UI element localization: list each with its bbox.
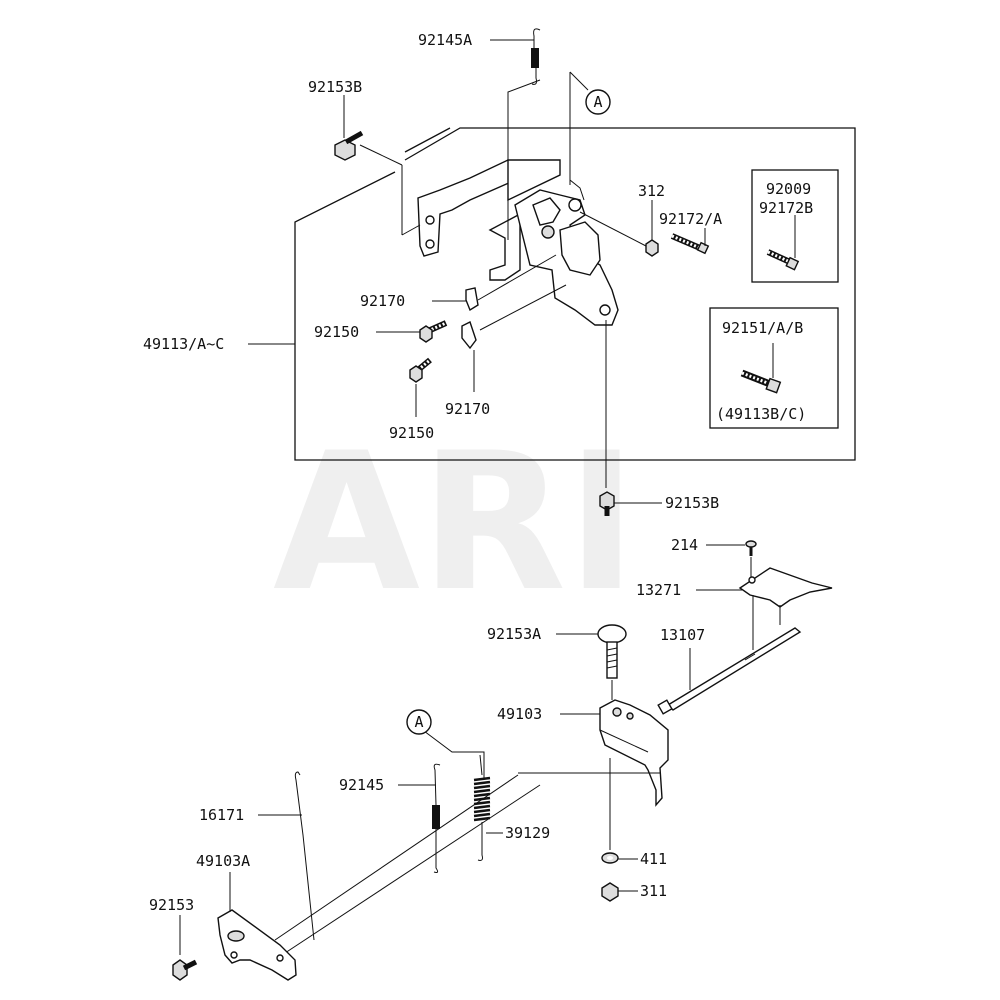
bolt-92153b-mid-icon [599, 320, 615, 516]
inset-box-bolt [709, 307, 839, 429]
label-49113: 49113/A~C [143, 335, 224, 353]
label-92009: 92009 [766, 180, 811, 198]
label-92151: 92151/A/B [722, 319, 803, 337]
label-92172b: 92172B [759, 199, 813, 217]
label-92145: 92145 [339, 776, 384, 794]
bolt-92153b-top-icon [334, 130, 364, 161]
bolt-92150-a-icon [419, 320, 448, 343]
bolt-92151-icon [740, 369, 782, 394]
bolt-92150-b-icon [409, 357, 432, 417]
spring-92145-icon [432, 763, 441, 873]
bolt-92153a-icon [597, 624, 627, 700]
plate-13271-icon [738, 567, 833, 608]
label-16171: 16171 [199, 806, 244, 824]
bolt-92153-icon [172, 915, 198, 981]
label-214: 214 [671, 536, 698, 554]
svg-text:A: A [593, 93, 602, 111]
label-92150-b: 92150 [389, 424, 434, 442]
watermark: ARI [273, 412, 637, 633]
washer-411-icon [601, 758, 619, 864]
label-49113bc: (49113B/C) [716, 405, 806, 423]
upper-assembly-frame [294, 127, 856, 461]
label-311: 311 [640, 882, 667, 900]
screw-214-icon [745, 540, 757, 578]
clip-92170-b-icon [461, 321, 477, 392]
screw-92172b-icon [766, 249, 800, 271]
spring-92145a-icon [531, 28, 541, 85]
label-39129: 39129 [505, 824, 550, 842]
callout-a-top: A [585, 89, 611, 115]
label-49103a: 49103A [196, 852, 250, 870]
label-312: 312 [638, 182, 665, 200]
label-13271: 13271 [636, 581, 681, 599]
label-92153b-top: 92153B [308, 78, 362, 96]
nut-312-icon [579, 200, 659, 257]
label-92170-a: 92170 [360, 292, 405, 310]
clip-92170-a-icon [465, 287, 479, 312]
label-92150-a: 92150 [314, 323, 359, 341]
label-92153a: 92153A [487, 625, 541, 643]
leader-lines [248, 39, 745, 892]
link-rod-16171-icon [294, 771, 315, 941]
label-92170-b: 92170 [445, 400, 490, 418]
label-92172a: 92172/A [659, 210, 722, 228]
spring-39129-icon [473, 754, 491, 861]
shaft-13107-icon [657, 627, 802, 715]
label-92153b-mid: 92153B [665, 494, 719, 512]
nut-311-icon [601, 882, 619, 902]
label-49103: 49103 [497, 705, 542, 723]
screw-92172a-icon [670, 228, 710, 255]
label-92153: 92153 [149, 896, 194, 914]
control-bracket-49113 [417, 159, 619, 326]
bracket-49103-icon [599, 699, 669, 807]
label-13107: 13107 [660, 626, 705, 644]
plate-49103a-icon [217, 909, 297, 981]
svg-text:A: A [414, 713, 423, 731]
label-411: 411 [640, 850, 667, 868]
callout-a-bottom: A [406, 709, 432, 735]
label-92145a: 92145A [418, 31, 472, 49]
inset-box-screw [751, 169, 839, 283]
